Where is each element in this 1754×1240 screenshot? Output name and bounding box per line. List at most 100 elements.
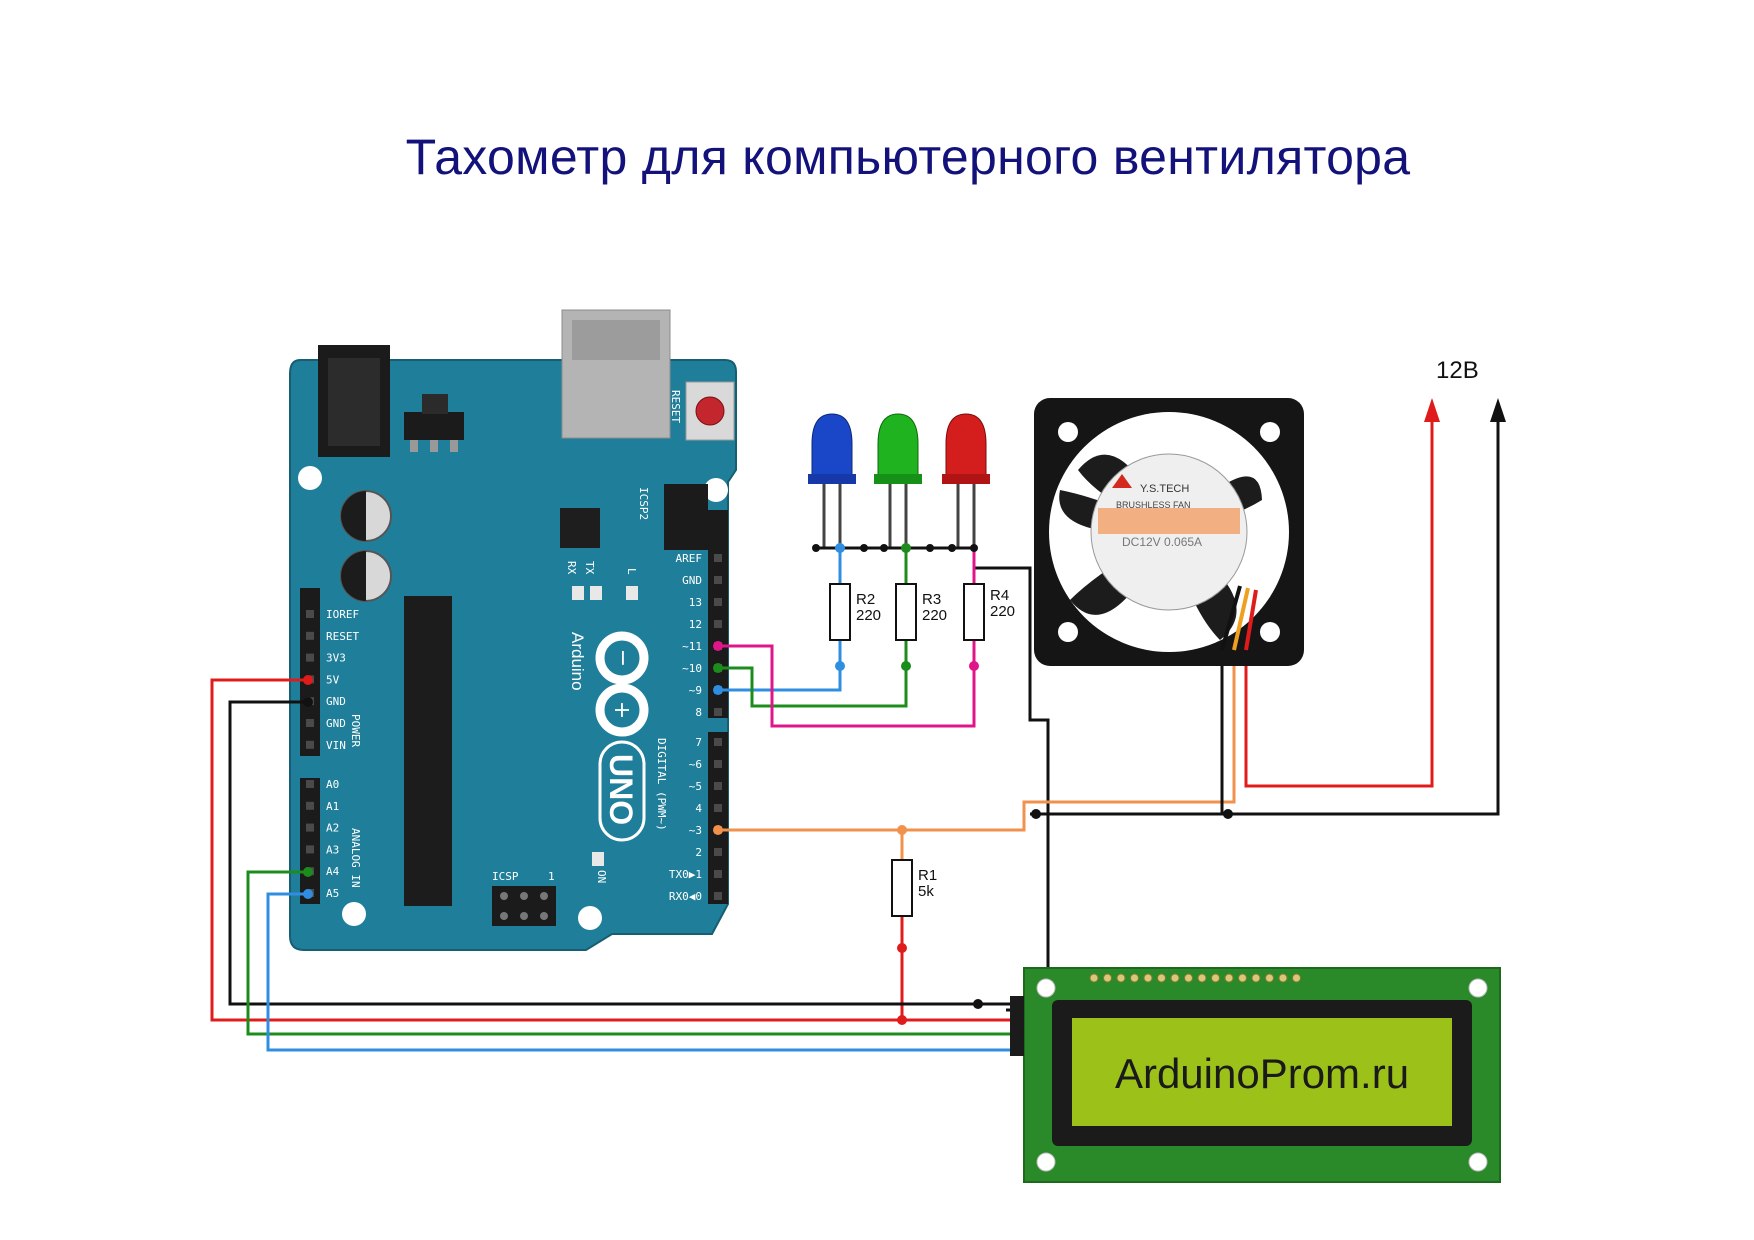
fan-rating: DC12V 0.065A (1122, 535, 1202, 549)
pin-label: 2 (695, 846, 702, 859)
r4-name: R4 (990, 587, 1009, 604)
led-red (942, 413, 990, 548)
pin-label: 5V (326, 673, 340, 686)
lcd-pin (1103, 973, 1112, 983)
lcd-pin (1089, 973, 1099, 983)
arduino-uno-board: RESET ICSP2 TX RX L − + Arduino UNO (289, 309, 737, 951)
rx-label: RX (565, 561, 578, 575)
header-pin (306, 780, 314, 788)
led-blue (808, 413, 856, 548)
r4-value: 220 (990, 603, 1015, 620)
resistor-r3: R3 220 (895, 583, 947, 656)
pin-label: 3V3 (326, 652, 346, 665)
r2-value: 220 (856, 607, 881, 624)
pin-label: VIN (326, 739, 346, 752)
wire-a5-blue (266, 892, 1024, 1052)
header-pin (306, 719, 314, 727)
wire-fan-red (1244, 410, 1434, 788)
icsp-number: 1 (548, 870, 555, 883)
lcd-pin (1238, 973, 1247, 983)
pin-label: TX0▶1 (669, 868, 702, 881)
header-pin (714, 848, 722, 856)
pin-label: ~9 (689, 684, 702, 697)
header-pin (714, 576, 722, 584)
wire-d10-green (718, 656, 908, 708)
pin-label: ~6 (689, 758, 702, 771)
on-led (592, 852, 604, 866)
mounting-hole (704, 478, 728, 502)
pin-label: RX0◀0 (669, 890, 702, 903)
uno-badge (598, 740, 646, 842)
r3-value: 220 (922, 607, 947, 624)
pin-label: RESET (326, 630, 359, 643)
mounting-hole (298, 466, 322, 490)
arduino-brand: Arduino (568, 632, 587, 691)
svg-text:−: − (610, 649, 635, 667)
on-label: ON (595, 870, 608, 883)
pin-label: 12 (689, 618, 702, 631)
digital-label: DIGITAL (PWM~) (655, 738, 668, 831)
pin-label: A5 (326, 887, 339, 900)
header-pin (714, 620, 722, 628)
led-green (874, 413, 922, 548)
atmega-chip (404, 596, 452, 906)
lcd-pin (1143, 973, 1153, 983)
lcd-pin (1170, 973, 1180, 983)
header-pin (306, 801, 314, 810)
header-pin (714, 708, 722, 716)
reset-label: RESET (669, 390, 682, 423)
pin-label: ~3 (689, 824, 702, 837)
lcd-pin (1292, 973, 1301, 983)
cooling-fan: Y.S.TECH BRUSHLESS FAN DC12V 0.065A (1034, 398, 1304, 666)
r1-value: 5k (918, 883, 934, 900)
header-pin (714, 554, 722, 562)
header-pin (714, 598, 722, 606)
reset-button[interactable] (695, 396, 725, 426)
lcd-pin (1265, 973, 1274, 983)
header-pin (714, 738, 722, 746)
header-pin (306, 845, 314, 854)
header-pin (714, 760, 722, 768)
analog-in-label: ANALOG IN (349, 828, 362, 888)
lcd-text: ArduinoProm.ru (1115, 1050, 1409, 1097)
digital-header-bottom (708, 732, 728, 904)
r3-name: R3 (922, 591, 941, 608)
l-label: L (625, 568, 638, 575)
resistor-r2: R2 220 (829, 583, 881, 656)
lcd-pin (1116, 973, 1126, 983)
uno-label: UNO (603, 754, 639, 825)
lcd-pin (1184, 973, 1193, 983)
page-title: Тахометр для компьютерного вентилятора (405, 129, 1411, 185)
pin-label: GND (326, 695, 346, 708)
pin-label: A4 (326, 865, 340, 878)
power-header (300, 588, 320, 756)
pin-label: A3 (326, 843, 339, 856)
lcd-pin (1251, 973, 1261, 983)
wire-5v-red (210, 678, 1024, 1022)
wire-gnd-black (228, 700, 1024, 1006)
icsp2-header (664, 484, 708, 550)
digital-header-top (708, 510, 728, 718)
tx-label: TX (583, 561, 596, 575)
pin-label: ~11 (682, 640, 702, 653)
voltage-regulator (404, 412, 464, 440)
resistor-r4: R4 220 (963, 583, 1015, 656)
fan-brand: Y.S.TECH (1140, 483, 1189, 495)
pin-label: 13 (689, 596, 702, 609)
pin-label: 7 (695, 736, 702, 749)
mounting-hole (578, 906, 602, 930)
header-pin (306, 631, 314, 640)
lcd-pin (1224, 973, 1234, 983)
pin-label: 4 (695, 802, 702, 815)
resistor-r1: R1 5k (891, 830, 937, 948)
r1-name: R1 (918, 867, 937, 884)
pin-label: ~10 (682, 662, 702, 675)
pin-label: A0 (326, 778, 339, 791)
pin-label: IOREF (326, 608, 359, 621)
wire-d9-blue (718, 656, 842, 692)
icsp2-label: ICSP2 (637, 487, 650, 520)
lcd-pin-holes (1089, 973, 1301, 983)
lcd-pin (1278, 973, 1288, 983)
